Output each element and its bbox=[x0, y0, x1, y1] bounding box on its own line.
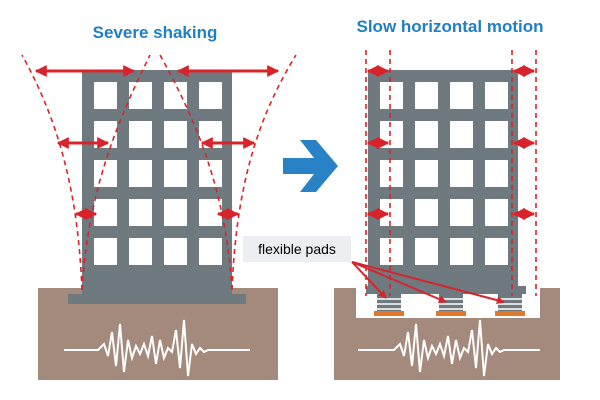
right-sway-lines bbox=[365, 50, 537, 296]
left-panel-title: Severe shaking bbox=[93, 23, 218, 42]
left-seismic-wave bbox=[64, 319, 250, 377]
right-panel-title: Slow horizontal motion bbox=[357, 17, 544, 36]
left-displacement-arrows bbox=[34, 65, 280, 220]
flexible-pads-label-bg bbox=[243, 236, 351, 262]
flexible-pads-pointers bbox=[351, 261, 505, 305]
right-seismic-wave bbox=[358, 319, 540, 377]
flexible-pad bbox=[374, 294, 404, 316]
left-foundation bbox=[68, 294, 246, 304]
left-sway-lines bbox=[21, 54, 297, 291]
right-building-windows bbox=[380, 82, 508, 265]
right-displacement-arrows bbox=[366, 65, 536, 220]
right-panel: Slow horizontal motion bbox=[243, 17, 560, 380]
right-ground bbox=[334, 288, 560, 380]
left-panel: Severe shaking bbox=[21, 23, 297, 380]
flexible-pads bbox=[374, 294, 525, 316]
direction-arrow-icon bbox=[283, 140, 338, 192]
flexible-pad bbox=[495, 294, 525, 316]
flexible-pads-label: flexible pads bbox=[258, 241, 336, 257]
right-base-slab bbox=[366, 286, 526, 294]
right-building bbox=[366, 70, 526, 294]
flexible-pad bbox=[436, 294, 466, 316]
left-building bbox=[68, 70, 246, 304]
